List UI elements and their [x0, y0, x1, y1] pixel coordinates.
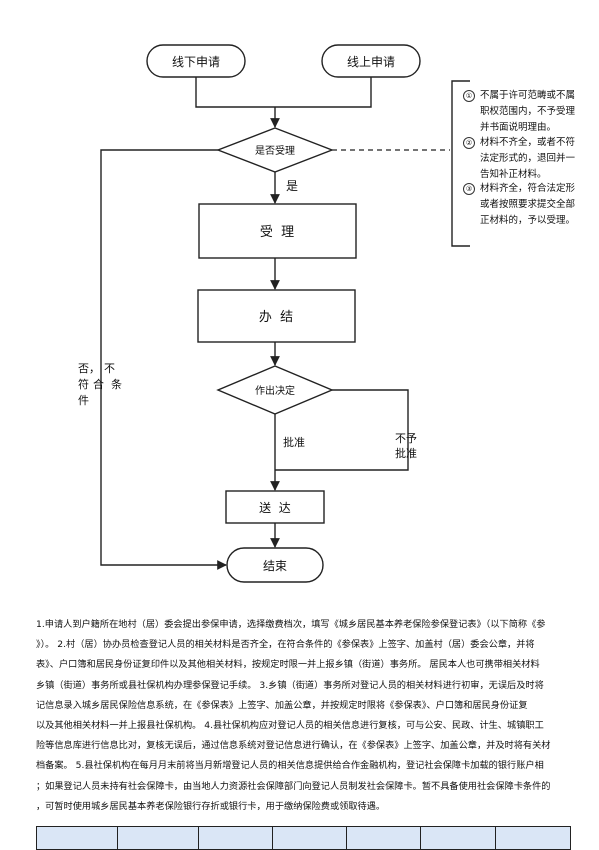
- accept-label: 受 理: [260, 225, 294, 240]
- not-approve-path: [275, 389, 409, 471]
- note-line: 职权范围内，不予受理: [480, 106, 576, 117]
- notes-bracket: [451, 80, 470, 247]
- online-connector: [275, 77, 372, 108]
- paragraph-line: 以及其他相关材料一并上报县社保机构。 4.县社保机构应对登记人员的相关信息进行复…: [36, 720, 544, 732]
- decision-accept-label: 是否受理: [255, 145, 295, 157]
- reject-label-1c: 件: [78, 394, 89, 407]
- table-cell: [117, 826, 199, 850]
- note-line: 正材料的，予以受理。: [480, 215, 576, 226]
- paragraph-line: 》）。 2.村（居）协办员检查登记人员的相关材料是否齐全，在符合条件的《参保表》…: [36, 639, 535, 651]
- note-line: 或者按照要求提交全部: [480, 199, 576, 210]
- online-apply-label: 线上申请: [347, 55, 395, 69]
- end-label: 结束: [263, 559, 287, 573]
- reject-label-2b: 合: [93, 377, 104, 391]
- paragraph-line: 表》、户口簿和居民身份证复印件以及其他相关材料，按规定时限一并上报乡镇（街道）事…: [36, 659, 540, 671]
- deliver-node: [225, 490, 325, 524]
- table-cell: [198, 826, 273, 850]
- paragraph-line: 乡镇（街道）事务所或县社保机构办理参保登记手续。 3.乡镇（街道）事务所对登记人…: [36, 679, 544, 691]
- paragraph-line: ，可暂时使用城乡居民基本养老保险银行存折或银行卡，用于缴纳保险费或领取待遇。: [36, 800, 386, 812]
- offline-apply-label: 线下申请: [172, 55, 220, 69]
- note-line: 法定形式的，退回并一: [480, 153, 576, 164]
- reject-label-1b: 符: [78, 378, 89, 391]
- table-cell: [495, 826, 571, 850]
- paragraph-line: ；如果登记人员未持有社会保障卡，由当地人力资源社会保障部门向登记人员制发社会保障…: [36, 780, 551, 792]
- yes-label: 是: [286, 179, 298, 193]
- note-number: ②: [463, 137, 475, 149]
- reject-label-1a: 否，: [78, 362, 100, 375]
- process-label: 办 结: [259, 310, 293, 325]
- procedure-description: 1.申请人到户籍所在地村（居）委会提出参保申请，选择缴费档次，填写《城乡居民基本…: [36, 615, 599, 820]
- paragraph-line: 记信息录入城乡居民保险信息系统，在《参保表》上签字、加盖公章，并按规定时限将《参…: [36, 699, 528, 711]
- end-node: [226, 547, 324, 583]
- table-cell: [272, 826, 347, 850]
- process-node: [197, 289, 356, 343]
- note-line: 材料齐全，符合法定形: [480, 183, 576, 194]
- approve-label: 批准: [283, 435, 305, 449]
- not-approve-label-2: 批准: [395, 446, 417, 460]
- note-line: 并书面说明理由。: [480, 122, 557, 133]
- note-line: 材料不齐全，或者不符: [480, 137, 576, 148]
- reject-label-2c: 条: [111, 377, 122, 391]
- not-approve-label-1: 不予: [395, 432, 417, 445]
- info-table: [36, 826, 571, 850]
- deliver-label: 送 达: [259, 500, 291, 515]
- table-row: [36, 826, 571, 850]
- accept-node: [198, 203, 357, 259]
- note-line: 告知补正材料。: [480, 169, 547, 180]
- note-number: ①: [463, 90, 475, 102]
- paragraph-line: 险等信息库进行信息比对，复核无误后，通过信息系统对登记信息进行确认，在《参保表》…: [36, 740, 551, 752]
- note-number: ③: [463, 183, 475, 195]
- offline-connector: [195, 77, 275, 108]
- note-line: 不属于许可范畴或不属: [480, 90, 576, 101]
- decision-make-label: 作出决定: [255, 384, 295, 397]
- reject-label-2a: 不: [104, 362, 115, 375]
- table-cell: [36, 826, 118, 850]
- notes-panel: ① 不属于许可范畴或不属 职权范围内，不予受理 并书面说明理由。 ② 材料不齐全…: [451, 80, 599, 248]
- reject-path: [100, 149, 227, 570]
- table-cell: [420, 826, 496, 850]
- table-cell: [346, 826, 421, 850]
- flowchart: 线下申请 线上申请 是否受理 是 受 理 办 结 作出决定 批准 不予 批准 送…: [78, 44, 470, 583]
- paragraph-line: 档备案。 5.县社保机构在每月月末前将当月新增登记人员的相关信息提供给合作金融机…: [36, 760, 544, 772]
- paragraph-line: 1.申请人到户籍所在地村（居）委会提出参保申请，选择缴费档次，填写《城乡居民基本…: [36, 619, 546, 630]
